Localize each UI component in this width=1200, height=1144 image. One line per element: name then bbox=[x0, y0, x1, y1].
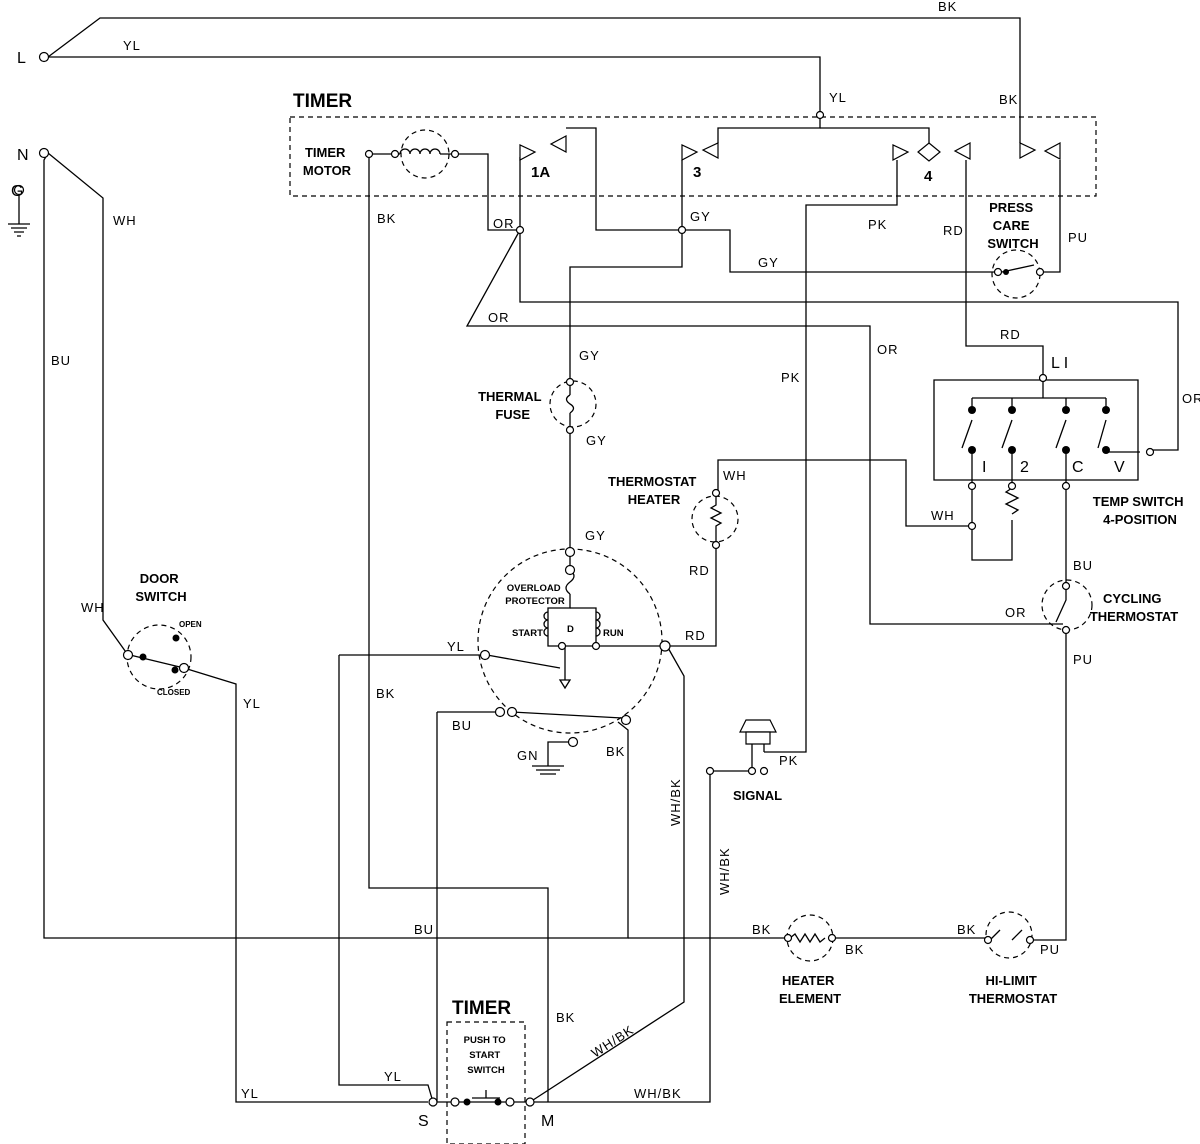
svg-text:BU: BU bbox=[51, 353, 71, 368]
svg-text:PU: PU bbox=[1068, 230, 1088, 245]
svg-text:PK: PK bbox=[868, 217, 887, 232]
timer-bottom-title: TIMER bbox=[452, 998, 511, 1019]
signal-label: SIGNAL bbox=[733, 788, 782, 803]
thermostat-heater-label: THERMOSTAT HEATER bbox=[608, 474, 700, 507]
timer-title: TIMER bbox=[293, 91, 352, 112]
svg-text:PK: PK bbox=[779, 753, 798, 768]
svg-text:GY: GY bbox=[579, 348, 600, 363]
overload-protector-label: OVERLOAD PROTECTOR bbox=[505, 583, 565, 607]
timer-contact-4: 4 bbox=[924, 168, 933, 185]
door-open-label: OPEN bbox=[179, 620, 202, 629]
svg-text:WH: WH bbox=[723, 468, 747, 483]
cycling-thermostat-label: CYCLING THERMOSTAT bbox=[1090, 591, 1178, 624]
contact-dots bbox=[139, 269, 1110, 1106]
press-care-label: PRESS CARE SWITCH bbox=[987, 200, 1038, 251]
door-switch-label: DOOR SWITCH bbox=[135, 571, 186, 604]
svg-text:BK: BK bbox=[999, 92, 1018, 107]
temp-terminal-v: V bbox=[1114, 459, 1125, 476]
timer-contact-1a: 1A bbox=[531, 164, 550, 181]
signal-speaker-icon bbox=[739, 719, 777, 745]
svg-text:GY: GY bbox=[585, 528, 606, 543]
svg-text:GY: GY bbox=[690, 209, 711, 224]
svg-text:PU: PU bbox=[1073, 652, 1093, 667]
terminals bbox=[13, 51, 1155, 1107]
svg-text:WH: WH bbox=[931, 508, 955, 523]
svg-text:GY: GY bbox=[758, 255, 779, 270]
svg-text:BK: BK bbox=[752, 922, 771, 937]
svg-text:BU: BU bbox=[452, 718, 472, 733]
door-closed-label: CLOSED bbox=[157, 688, 191, 697]
svg-text:BK: BK bbox=[376, 686, 395, 701]
timer-contact-3: 3 bbox=[693, 164, 701, 181]
svg-text:YL: YL bbox=[241, 1086, 259, 1101]
svg-text:WH/BK: WH/BK bbox=[717, 847, 732, 895]
svg-text:YL: YL bbox=[123, 38, 141, 53]
svg-text:OR: OR bbox=[493, 216, 515, 231]
svg-text:BU: BU bbox=[1073, 558, 1093, 573]
svg-text:PK: PK bbox=[781, 370, 800, 385]
svg-text:YL: YL bbox=[384, 1069, 402, 1084]
svg-text:GY: GY bbox=[586, 433, 607, 448]
temp-switch-label: TEMP SWITCH 4-POSITION bbox=[1093, 494, 1187, 527]
temp-terminal-l1: L I bbox=[1051, 355, 1068, 372]
wire-labels: BK YL YL BK WH BK OR GY PK RD PU GY OR R… bbox=[51, 0, 1200, 1101]
svg-text:WH/BK: WH/BK bbox=[668, 778, 683, 826]
svg-text:YL: YL bbox=[243, 696, 261, 711]
temp-terminal-1: I bbox=[982, 459, 986, 476]
heater-element-label: HEATER ELEMENT bbox=[779, 973, 841, 1006]
temp-terminal-2: 2 bbox=[1020, 459, 1029, 476]
svg-text:WH: WH bbox=[113, 213, 137, 228]
svg-text:OR: OR bbox=[1182, 391, 1200, 406]
svg-text:BK: BK bbox=[938, 0, 957, 14]
thermal-fuse-label: THERMAL FUSE bbox=[478, 389, 545, 422]
svg-text:OR: OR bbox=[1005, 605, 1027, 620]
svg-text:BK: BK bbox=[606, 744, 625, 759]
svg-text:RD: RD bbox=[685, 628, 706, 643]
svg-text:PU: PU bbox=[1040, 942, 1060, 957]
motor-start-label: START bbox=[512, 628, 543, 639]
supply-l: L bbox=[17, 50, 26, 67]
supply-n: N bbox=[17, 147, 29, 164]
hi-limit-label: HI-LIMIT THERMOSTAT bbox=[969, 973, 1057, 1006]
push-terminal-m: M bbox=[541, 1113, 554, 1130]
svg-text:OR: OR bbox=[877, 342, 899, 357]
svg-text:RD: RD bbox=[943, 223, 964, 238]
temp-terminal-c: C bbox=[1072, 459, 1084, 476]
svg-text:YL: YL bbox=[447, 639, 465, 654]
svg-text:BK: BK bbox=[377, 211, 396, 226]
supply-g: G bbox=[11, 183, 23, 200]
timer-contacts bbox=[519, 135, 1061, 162]
wires bbox=[8, 17, 1179, 1103]
motor-centrifugal-d: D bbox=[567, 624, 574, 635]
svg-text:YL: YL bbox=[829, 90, 847, 105]
svg-text:BK: BK bbox=[845, 942, 864, 957]
svg-text:RD: RD bbox=[689, 563, 710, 578]
svg-text:OR: OR bbox=[488, 310, 510, 325]
push-to-start-label: PUSH TO START SWITCH bbox=[464, 1035, 509, 1076]
svg-text:WH: WH bbox=[81, 600, 105, 615]
svg-text:RD: RD bbox=[1000, 327, 1021, 342]
svg-text:BK: BK bbox=[556, 1010, 575, 1025]
svg-text:BU: BU bbox=[414, 922, 434, 937]
svg-text:WH/BK: WH/BK bbox=[634, 1086, 682, 1101]
svg-text:BK: BK bbox=[957, 922, 976, 937]
push-terminal-s: S bbox=[418, 1113, 429, 1130]
motor-run-label: RUN bbox=[603, 628, 624, 639]
svg-text:GN: GN bbox=[517, 748, 539, 763]
timer-motor-label: TIMER MOTOR bbox=[303, 145, 352, 178]
svg-text:WH/BK: WH/BK bbox=[588, 1022, 636, 1061]
